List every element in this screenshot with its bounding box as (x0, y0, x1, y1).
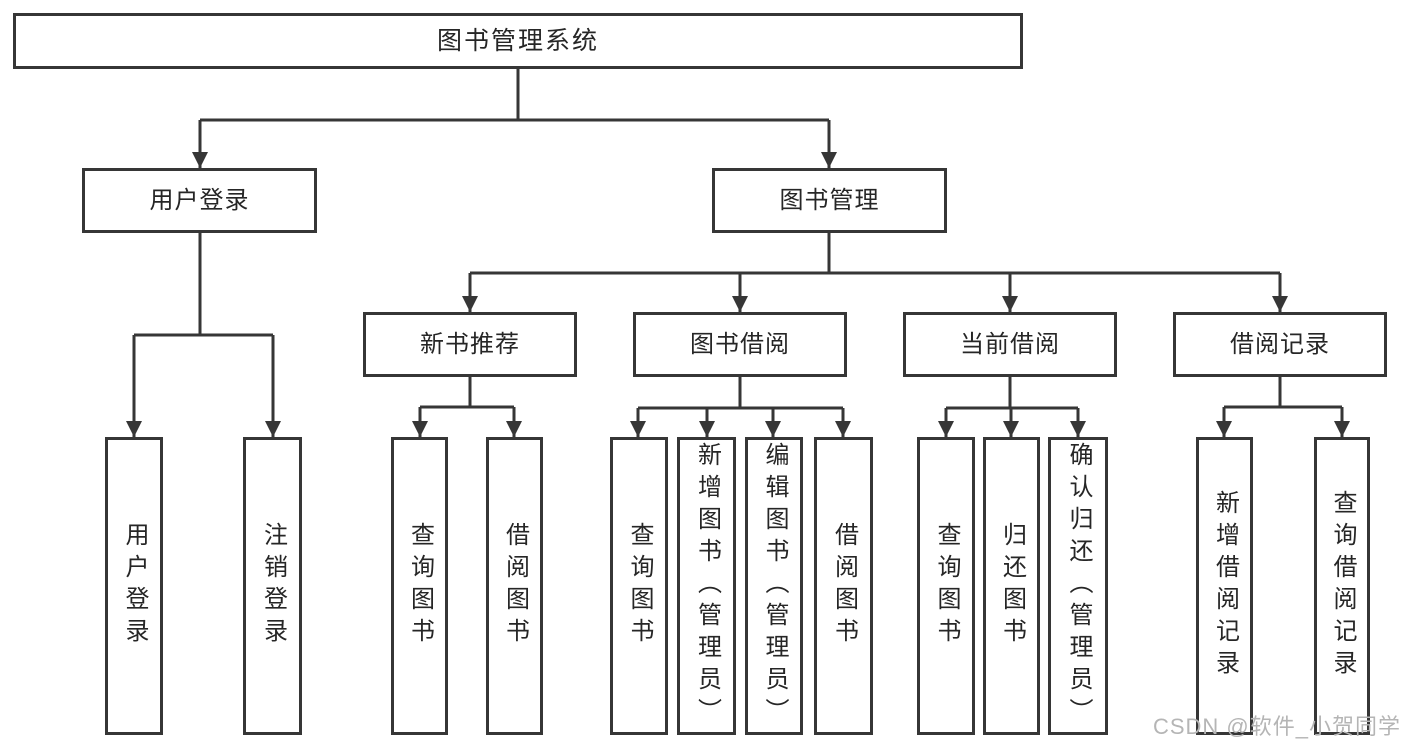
connector-userlogin-spine (134, 233, 273, 337)
leaf-return-book: 归还图书 (983, 437, 1040, 735)
node-new-book-recommend: 新书推荐 (363, 312, 577, 377)
leaf-user-login: 用户登录 (105, 437, 163, 735)
connector-bookborrow-spine (638, 377, 843, 410)
leaf-query-borrow-record: 查询借阅记录 (1314, 437, 1370, 735)
connector-newbook-spine (420, 377, 514, 409)
leaf-borrow-book-2: 借阅图书 (814, 437, 873, 735)
leaf-query-book-1: 查询图书 (391, 437, 448, 735)
node-user-login: 用户登录 (82, 168, 317, 233)
leaf-confirm-return-admin: 确认归还（管理员） (1048, 437, 1108, 735)
connector-root-spine (200, 69, 829, 122)
connector-bookmgmt-spine (470, 233, 1280, 275)
node-current-borrow: 当前借阅 (903, 312, 1117, 377)
connector-records-spine (1224, 377, 1342, 409)
node-borrow-records: 借阅记录 (1173, 312, 1387, 377)
leaf-add-borrow-record: 新增借阅记录 (1196, 437, 1253, 735)
node-book-borrow: 图书借阅 (633, 312, 847, 377)
node-book-management: 图书管理 (712, 168, 947, 233)
leaf-logout: 注销登录 (243, 437, 302, 735)
node-root-system: 图书管理系统 (13, 13, 1023, 69)
leaf-edit-book-admin: 编辑图书（管理员） (745, 437, 803, 735)
leaf-add-book-admin: 新增图书（管理员） (677, 437, 736, 735)
leaf-borrow-book-1: 借阅图书 (486, 437, 543, 735)
csdn-watermark: CSDN @软件_小贺同学 (1152, 714, 1401, 739)
leaf-query-book-2: 查询图书 (610, 437, 668, 735)
connector-currentborrow-spine (946, 377, 1078, 410)
leaf-query-book-3: 查询图书 (917, 437, 975, 735)
